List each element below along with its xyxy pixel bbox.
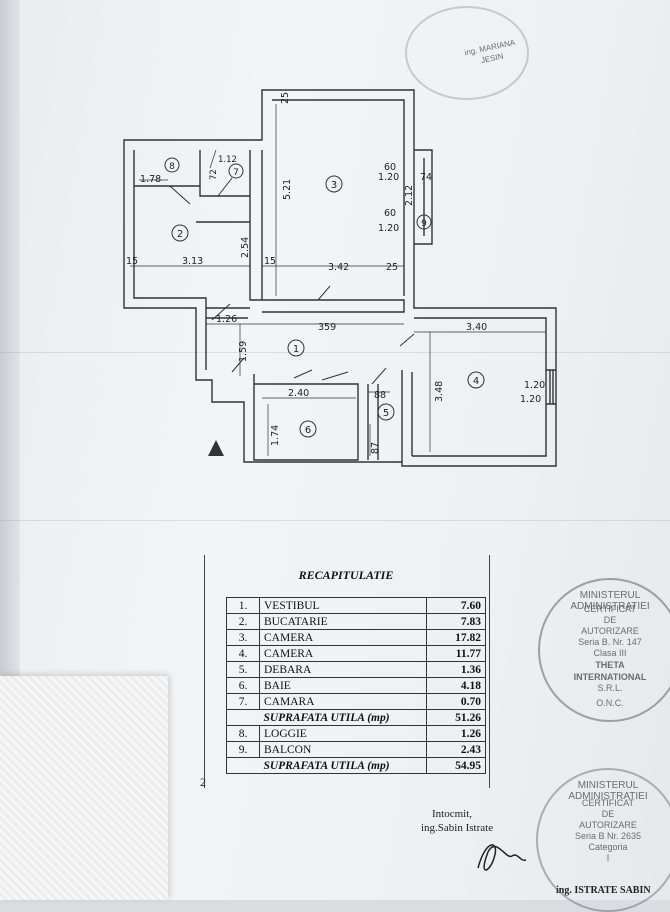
- dimension: 88: [374, 390, 386, 401]
- dimension: 2.12: [404, 185, 415, 206]
- stamp-line: CERTIFICAT: [583, 604, 637, 614]
- authorization-stamp: MINISTERUL ADMINISTRATIEI CERTIFICAT DE …: [538, 578, 670, 722]
- total-label: SUPRAFATA UTILA (mp): [226, 757, 427, 774]
- stamp-line: AUTORIZARE: [579, 820, 637, 830]
- room-number: 3: [331, 180, 337, 191]
- paper-towel: [0, 676, 168, 900]
- stamp-line: Seria B Nr. 2635: [574, 831, 641, 841]
- dimension: 1.12: [218, 155, 237, 165]
- room-area: 7.60: [426, 597, 486, 614]
- north-arrow-icon: [208, 440, 224, 456]
- fold-line: [0, 520, 670, 521]
- underlying-page-edge: [0, 0, 20, 900]
- prepared-by-label: Intocmit,: [432, 808, 473, 820]
- stamp-line: I: [606, 853, 610, 863]
- room-name: BAIE: [259, 677, 427, 694]
- dimension: 1.74: [270, 425, 281, 446]
- room-name: CAMARA: [259, 693, 427, 710]
- dimension: 60: [384, 208, 396, 219]
- stamp-line: Categoria: [588, 842, 628, 852]
- dimension: 15: [264, 256, 276, 267]
- stamp-ring-text: MINISTERUL ADMINISTRATIEI: [570, 590, 650, 612]
- stamp-line: DE: [603, 615, 617, 625]
- room-number: 7: [233, 168, 239, 178]
- margin-mark: 2: [200, 775, 206, 789]
- dimension: 1.20: [520, 394, 541, 405]
- dimension: 1.20: [378, 172, 399, 183]
- fold-line: [0, 352, 670, 353]
- dimension: 1.26: [216, 314, 237, 325]
- room-number: 2: [177, 229, 183, 240]
- dimension: 72: [209, 169, 219, 180]
- dimension: 3.13: [182, 256, 203, 267]
- recap-title: RECAPITULATIE: [298, 568, 394, 582]
- dimension: 2.54: [240, 237, 251, 258]
- subtotal-row: SUPRAFATA UTILA (mp)51.26: [226, 709, 486, 726]
- dimension: 359: [318, 322, 336, 333]
- stamp-line: INTERNATIONAL: [573, 672, 647, 682]
- dimension: 25: [280, 92, 291, 104]
- dimension: 2.40: [288, 388, 309, 399]
- dimension: 25: [386, 262, 398, 273]
- stamp-line: DE: [601, 809, 615, 819]
- stamp-line: Clasa III: [593, 648, 627, 658]
- dimension: 74: [420, 172, 432, 183]
- dimension: 3.48: [434, 381, 445, 402]
- stamp-line: AUTORIZARE: [581, 626, 639, 636]
- dimension: 3.40: [466, 322, 487, 333]
- stamp-line: S.R.L.: [597, 683, 623, 693]
- stamp-line: Seria B. Nr. 147: [578, 637, 642, 647]
- dimension: 1.20: [524, 380, 545, 391]
- room-number: 4: [473, 376, 479, 387]
- total-value: 54.95: [426, 757, 486, 774]
- room-area: 17.82: [426, 629, 486, 646]
- room-number: 9: [421, 219, 427, 229]
- room-name: CAMERA: [259, 645, 427, 662]
- room-area: 0.70: [426, 693, 486, 710]
- authorization-stamp: MINISTERUL ADMINISTRATIEI CERTIFICAT DE …: [536, 768, 670, 912]
- recap-frame: [204, 555, 490, 788]
- room-number: 5: [383, 408, 389, 419]
- stamp-line: O.N.C.: [596, 698, 624, 708]
- prepared-by-name: ing.Sabin Istrate: [421, 822, 494, 834]
- dimension: 3.42: [328, 262, 349, 273]
- stamp-line: CERTIFICAT: [581, 798, 635, 808]
- room-number: 1: [293, 344, 299, 355]
- dimension: 15: [126, 256, 138, 267]
- dimension: 87: [370, 442, 381, 454]
- stamp-ring-text: MINISTERUL ADMINISTRATIEI: [568, 780, 648, 802]
- subtotal-label: SUPRAFATA UTILA (mp): [226, 709, 427, 726]
- dimension: 1.59: [238, 341, 249, 362]
- dimension: 1.78: [140, 174, 161, 185]
- dimension: 5.21: [282, 179, 293, 200]
- stamp-line: THETA: [595, 660, 625, 670]
- total-row: SUPRAFATA UTILA (mp)54.95: [226, 757, 486, 774]
- dimension: 60: [384, 162, 396, 173]
- room-number: 6: [305, 425, 311, 436]
- dimension: 1.20: [378, 223, 399, 234]
- room-number: 8: [169, 162, 175, 172]
- engineer-stamp: ing. MARIANA JESIN: [405, 6, 529, 100]
